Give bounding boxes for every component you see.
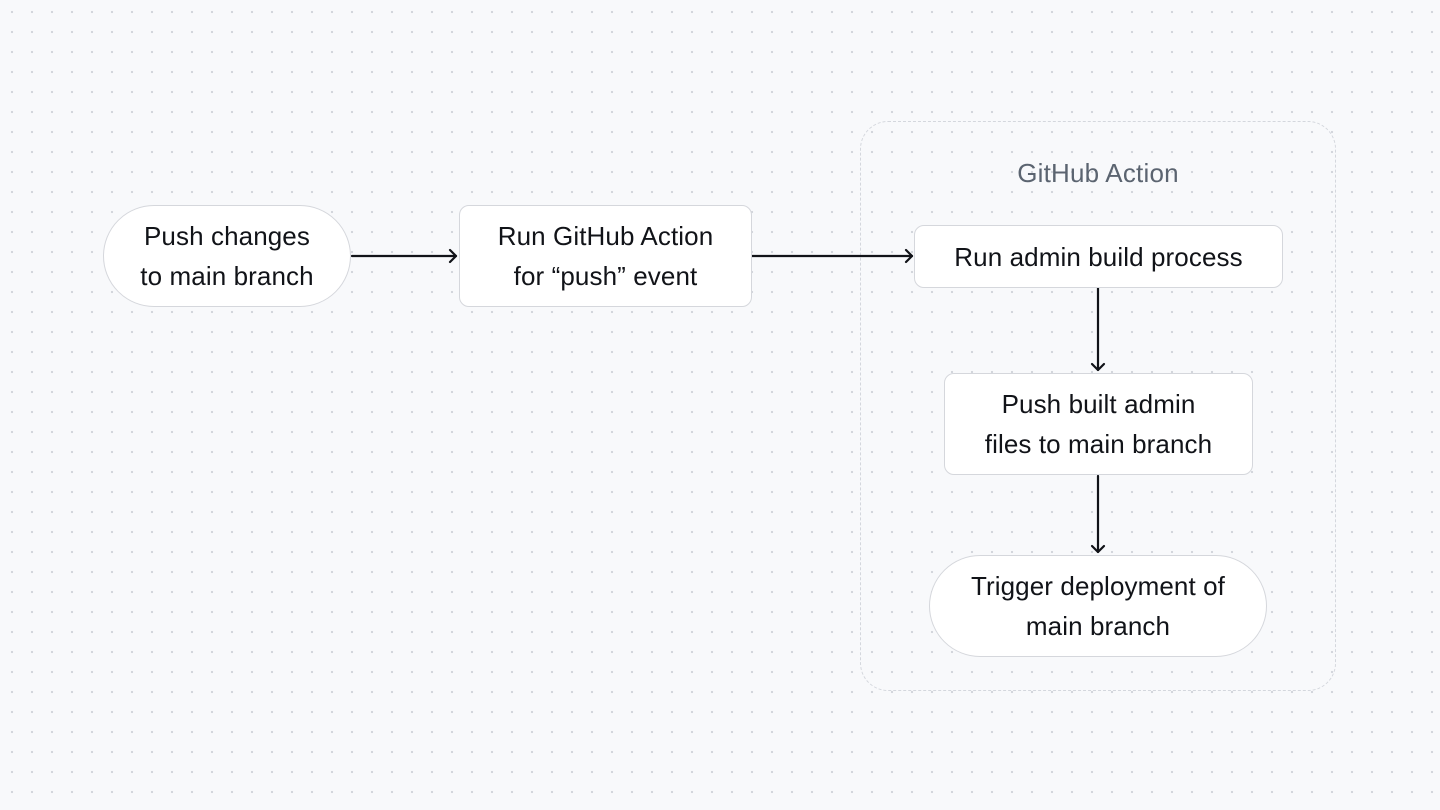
edge-push-built-to-deploy (1090, 474, 1106, 554)
node-push-built-files: Push built admin files to main branch (944, 373, 1253, 475)
node-trigger-deployment: Trigger deployment of main branch (929, 555, 1267, 657)
node-run-admin-build: Run admin build process (914, 225, 1283, 288)
edge-push-to-action (350, 248, 458, 264)
github-action-group (860, 121, 1336, 691)
node-run-github-action: Run GitHub Action for “push” event (459, 205, 752, 307)
group-label-github-action: GitHub Action (1017, 158, 1179, 188)
edge-action-to-build (750, 248, 914, 264)
edge-build-to-push-built (1090, 286, 1106, 372)
node-push-changes: Push changes to main branch (103, 205, 351, 307)
